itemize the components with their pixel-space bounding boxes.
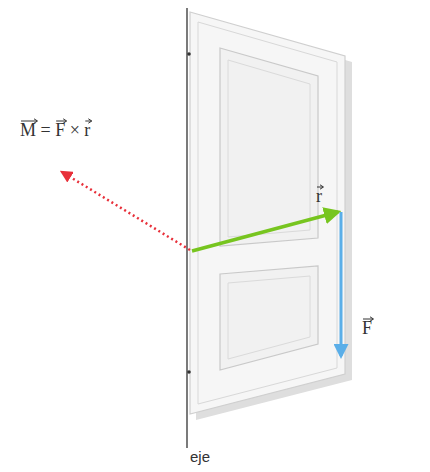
lower-panel-inner [228, 276, 310, 359]
axis-label: eje [190, 448, 210, 466]
vector-label: F [362, 318, 372, 340]
moment-vector [62, 172, 190, 250]
vector-label: r [316, 186, 322, 208]
position-vector [192, 212, 338, 251]
lower-panel [220, 266, 318, 370]
hinge [187, 370, 191, 374]
upper-panel-inner [228, 60, 310, 237]
upper-panel [220, 48, 318, 246]
moment-formula: M = F × r [20, 120, 90, 142]
force-vector [340, 212, 343, 356]
rotation-axis [186, 8, 187, 448]
door-leaf [190, 12, 345, 414]
door-frame-line [198, 22, 337, 404]
hinge [187, 52, 191, 56]
